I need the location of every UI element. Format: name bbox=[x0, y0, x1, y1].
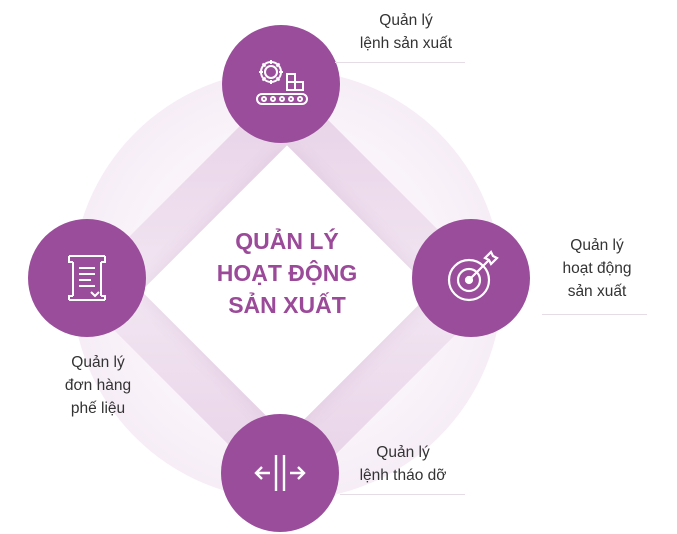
label-line: đơn hàng bbox=[64, 377, 132, 394]
underline bbox=[335, 62, 465, 63]
label-line: lệnh tháo dỡ bbox=[359, 467, 447, 484]
scroll-document-icon bbox=[68, 255, 106, 301]
center-title-line1: QUẢN LÝ bbox=[235, 228, 339, 254]
label-scrap-orders: Quản lý đơn hàng phế liệu bbox=[46, 351, 150, 420]
target-icon bbox=[447, 250, 499, 302]
label-line: phế liệu bbox=[70, 400, 126, 417]
node-production-activity bbox=[412, 219, 530, 337]
node-production-orders bbox=[222, 25, 340, 143]
label-line: hoạt động bbox=[562, 260, 632, 277]
node-scrap-orders bbox=[28, 219, 146, 337]
label-production-orders: Quản lý lệnh sản xuất bbox=[344, 9, 468, 55]
center-title-line3: SẢN XUẤT bbox=[228, 292, 346, 318]
label-line: Quản lý bbox=[570, 237, 624, 254]
label-line: Quản lý bbox=[376, 444, 430, 461]
label-production-activity: Quản lý hoạt động sản xuất bbox=[549, 234, 645, 303]
node-disassembly-orders bbox=[221, 414, 339, 532]
center-title-line2: HOẠT ĐỘNG bbox=[216, 260, 358, 286]
underline bbox=[340, 494, 465, 495]
label-disassembly-orders: Quản lý lệnh tháo dỡ bbox=[344, 441, 462, 487]
center-title: QUẢN LÝ HOẠT ĐỘNG SẢN XUẤT bbox=[187, 225, 387, 321]
label-line: lệnh sản xuất bbox=[359, 35, 453, 52]
label-line: Quản lý bbox=[379, 12, 433, 29]
gear-conveyor-icon bbox=[256, 60, 308, 105]
underline bbox=[542, 314, 647, 315]
label-line: sản xuất bbox=[567, 283, 627, 300]
split-arrows-icon bbox=[254, 455, 306, 491]
label-line: Quản lý bbox=[71, 354, 125, 371]
